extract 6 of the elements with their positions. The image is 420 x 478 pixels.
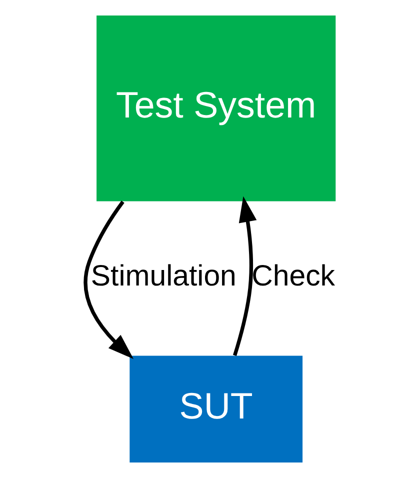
arrow <box>83 200 134 359</box>
edge-label: Check <box>251 260 335 293</box>
node-box: Test System <box>96 16 336 202</box>
arrow <box>232 196 256 356</box>
edge-label: Stimulation <box>90 260 236 293</box>
node-box: SUT <box>129 356 302 462</box>
